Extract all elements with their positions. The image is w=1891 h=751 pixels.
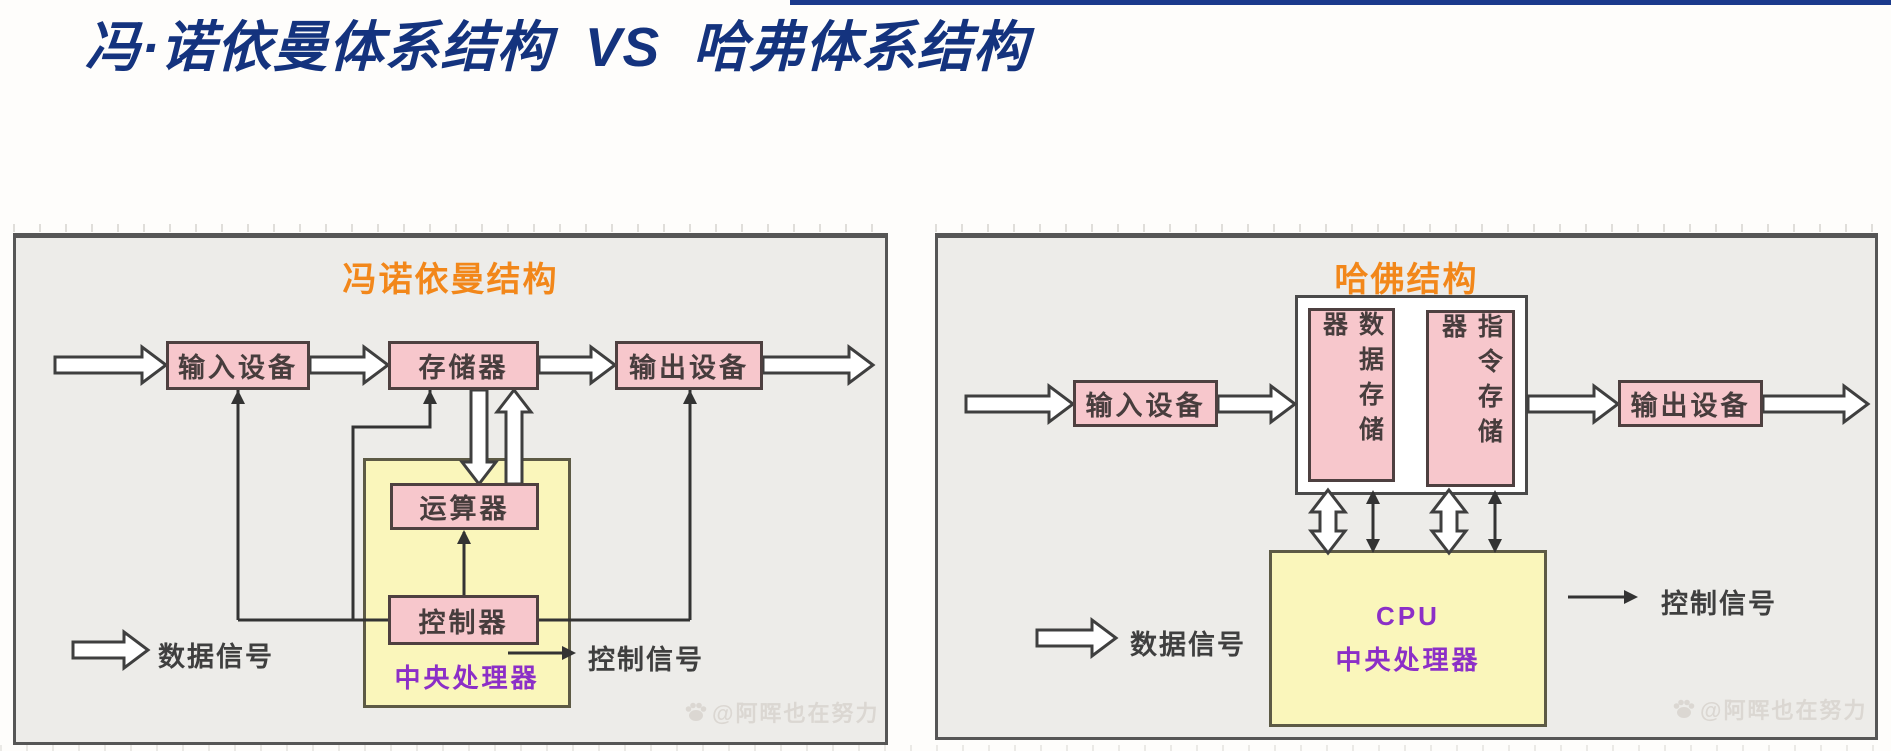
alu-box: 运算器: [390, 483, 539, 530]
harvard-control-signal-legend-label: 控制信号: [1661, 589, 1777, 619]
control-unit-box: 控制器: [388, 595, 539, 645]
harvard-data-signal-legend-label: 数据信号: [1130, 630, 1246, 660]
output-device-label: 输出设备: [629, 353, 749, 383]
von-neumann-title: 冯诺依曼结构: [342, 261, 559, 299]
watermark-text: @阿晖也在努力: [712, 701, 880, 726]
page-title: 冯·诺依曼体系结构 VS 哈弗体系结构: [85, 16, 1029, 78]
top-accent-bar: [790, 0, 1891, 5]
watermark: @阿晖也在努力: [684, 696, 879, 728]
ruler-ticks-right: [935, 224, 1878, 232]
watermark-text: @阿晖也在努力: [1700, 698, 1868, 723]
paw-icon: [685, 702, 707, 721]
paw-icon: [1673, 699, 1695, 718]
data-memory-box: 数据存储器: [1308, 308, 1395, 482]
harvard-output-device-label: 输出设备: [1630, 391, 1751, 421]
instruction-memory-box: 指令存储器: [1426, 310, 1515, 487]
cpu-label: 中央处理器: [394, 663, 540, 693]
harvard-title: 哈佛结构: [1334, 261, 1479, 299]
harvard-input-device-label: 输入设备: [1085, 391, 1206, 421]
harvard-cpu-labels: CPU 中央处理器: [1269, 550, 1547, 727]
ruler-ticks-bottom: [0, 745, 1891, 751]
cpu-chinese-label: 中央处理器: [1335, 644, 1481, 675]
control-signal-legend-label: 控制信号: [588, 645, 704, 675]
alu-label: 运算器: [419, 494, 510, 524]
harvard-cpu-box: [1269, 550, 1547, 727]
output-device-box: 输出设备: [615, 341, 763, 390]
data-memory-label: 数据存储器: [1319, 311, 1384, 451]
input-device-box: 输入设备: [166, 341, 310, 390]
von-neumann-panel: 冯诺依曼结构 输入设备 存储器 输出设备 运算器 控制器 中央处理器 数据信号 …: [13, 233, 888, 745]
watermark: @阿晖也在努力: [1672, 693, 1867, 725]
input-device-label: 输入设备: [178, 353, 298, 383]
control-unit-label: 控制器: [418, 607, 509, 638]
cpu-acronym-label: CPU: [1376, 600, 1440, 631]
harvard-output-device-box: 输出设备: [1618, 380, 1763, 427]
instruction-memory-label: 指令存储器: [1438, 313, 1503, 453]
ruler-ticks-left: [13, 224, 888, 232]
harvard-input-device-box: 输入设备: [1073, 380, 1218, 427]
memory-label: 存储器: [418, 353, 509, 383]
memory-box: 存储器: [388, 341, 539, 390]
data-signal-legend-label: 数据信号: [158, 642, 274, 672]
harvard-panel: 哈佛结构 CPU 中央处理器 输入设备 数据存储器 指令存储器 输出设备 数据信…: [935, 233, 1878, 740]
